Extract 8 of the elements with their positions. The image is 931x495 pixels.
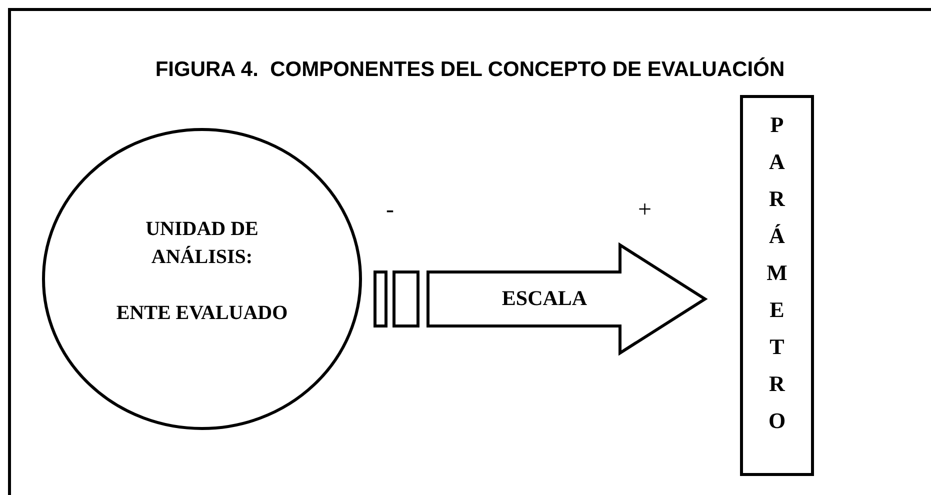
vertical-label: PARÁMETRO [766, 111, 788, 435]
scale-sign: - [386, 196, 394, 225]
node-text: ENTE EVALUADO [116, 301, 288, 326]
parameter-box [740, 95, 814, 476]
node-text: UNIDAD DE ANÁLISIS: [144, 217, 260, 270]
figure-title: FIGURA 4. COMPONENTES DEL CONCEPTO DE EVALUACIÓN [154, 56, 786, 83]
analysis-unit-circle [42, 128, 362, 430]
scale-sign: + [638, 196, 652, 225]
